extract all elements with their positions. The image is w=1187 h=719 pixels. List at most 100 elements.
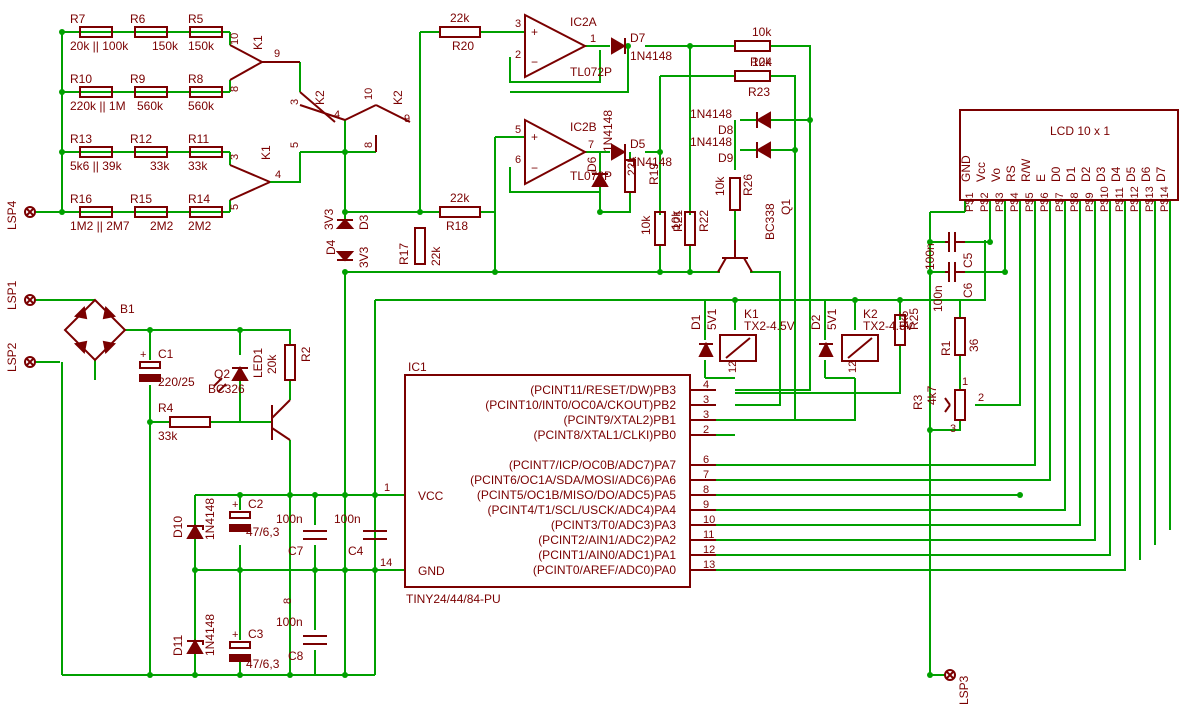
d3-value: 3V3 [357,246,371,268]
r15-ref: R15 [130,192,152,206]
resistor-ladder: R7 20k || 100k R6 150k R5 150k R10 220k … [70,12,223,233]
lcd-pin-name: GND [959,155,973,182]
r24-ref: R24 [750,55,772,69]
lsp3-connector[interactable]: LSP3 [944,669,971,705]
r14-ref: R14 [188,192,210,206]
q1-part: BC338 [763,203,777,240]
ic1-vcc: VCC [418,489,444,503]
ic1-pin-label: (PCINT11/RESET/DW)PB3 [530,383,676,397]
r6-value: 150k [152,39,179,53]
zener-d3-d4: D4 3V3 D3 3V3 [322,208,371,268]
d7-ref: D7 [630,31,646,45]
c3-value: 47/6,3 [246,657,280,671]
lsp2-connector[interactable]: LSP2 [5,342,36,372]
svg-text:+: + [232,499,238,511]
ic1-pin-label: (PCINT8/XTAL1/CLKI)PB0 [534,428,677,442]
microcontroller-ic1: IC1 TINY24/44/84-PU VCC GND 1 14 (PCINT1… [380,360,716,606]
c4-ref: C4 [348,544,364,558]
svg-text:2: 2 [515,49,521,61]
ic2a-ref: IC2A [570,15,597,29]
pin-10: 10 [229,33,241,45]
contrast-resistors: R1 36 R3 4k7 1 2 3 [911,317,984,435]
k2-label-right: K2 [391,90,405,105]
r8-ref: R8 [188,72,204,86]
ic2a-plus: + [531,25,538,39]
ic1-pin-label: (PCINT0/AREF/ADC0)PA0 [533,563,676,577]
lcd-pin-name: D4 [1109,166,1123,182]
lcd-pad-label: P$13 [1144,186,1156,212]
r10-value: 220k || 1M [70,99,126,113]
lsp1-connector[interactable]: LSP1 [5,280,36,310]
d8-ref: D8 [718,123,734,137]
lcd-pin-name: D0 [1049,166,1063,182]
c2-value: 47/6,3 [246,525,280,539]
ic1-pin-label: (PCINT3/T0/ADC3)PA3 [551,518,676,532]
svg-text:5: 5 [515,124,521,136]
d10-part: 5V1 [705,308,719,330]
lcd-pad-label: P$9 [1084,192,1096,212]
svg-text:3: 3 [515,18,521,30]
d5-ref: D5 [630,137,646,151]
d9-ref: D9 [718,151,734,165]
r8-value: 560k [188,99,215,113]
r19-ref: R19 [647,163,661,185]
ic1-pin-number: 9 [703,499,709,511]
connectors[interactable]: LSP4 LSP1 LSP2 LSP3 [5,200,971,705]
svg-text:3: 3 [950,423,956,435]
lcd-pad-label: P$14 [1159,186,1171,212]
d5-part: 1N4148 [630,155,672,169]
c7-ref: C7 [288,544,304,558]
c8-ref: C8 [288,649,304,663]
r7-value: 20k || 100k [70,39,129,53]
ic1-pin-number: 3 [703,394,709,406]
lcd-pin-name: E [1034,174,1048,182]
r22-value: 10k [669,210,683,230]
r13-ref: R13 [70,132,92,146]
pin-10b: 10 [363,88,375,100]
ic1-pin-number: 7 [703,469,709,481]
svg-text:+: + [140,349,146,361]
supply-filter: + C2 47/6,3 + C3 47/6,3 100n C7 100n C4 … [171,497,387,671]
k1-label-top: K1 [251,35,265,50]
ic1-pin-number: 4 [703,379,709,391]
r2-value: 4k7 [925,385,939,405]
k2-part: TX2-4.5V [863,319,914,333]
lcd-pad-label: P$10 [1099,186,1111,212]
pin-8: 8 [229,86,241,92]
r21-ref: R21 [671,210,685,232]
lsp2-label: LSP2 [5,342,19,372]
c5-value: 100n [923,243,937,270]
ic1-pin-label: (PCINT1/AIN0/ADC1)PA1 [538,548,676,562]
d10-ref: D1 [689,314,703,330]
d1-value: 1N4148 [203,498,217,540]
r4-value: 36 [967,338,981,352]
ic1-pin-number: 10 [703,514,715,526]
r26-ref: R26 [741,174,755,196]
led1-ref: LED1 [251,348,265,378]
r20-ref: R20 [452,39,474,53]
r18-ref: R18 [446,219,468,233]
lcd-pin-name: R/W [1019,158,1033,182]
c1-value: 220/25 [158,375,195,389]
c8-value: 100n [276,615,303,629]
lcd-pad-label: P$8 [1069,192,1081,212]
q2-part: BC326 [208,382,245,396]
r2-ref: R3 [911,394,925,410]
r12-value: 33k [150,159,170,173]
lsp4-connector[interactable]: LSP4 [5,200,36,230]
lcd-title: LCD 10 x 1 [1050,124,1110,138]
r3-value: 1k5 [897,310,911,330]
c2-ref: C2 [248,497,264,511]
r23-ref: R23 [748,85,770,99]
q1-ref: Q1 [779,199,793,215]
r25-value: 33k [158,429,178,443]
lcd-pin-name: D1 [1064,166,1078,182]
ic1-pin-number: 3 [703,409,709,421]
ic1-pin-number: 8 [703,484,709,496]
r16-value: 1M2 || 2M7 [70,219,130,233]
r9-ref: R9 [130,72,146,86]
c1-ref: C1 [158,347,174,361]
lcd-pin-name: D7 [1154,166,1168,182]
pin-9b: 9 [404,113,410,125]
lcd-pin-name: Vcc [974,162,988,182]
